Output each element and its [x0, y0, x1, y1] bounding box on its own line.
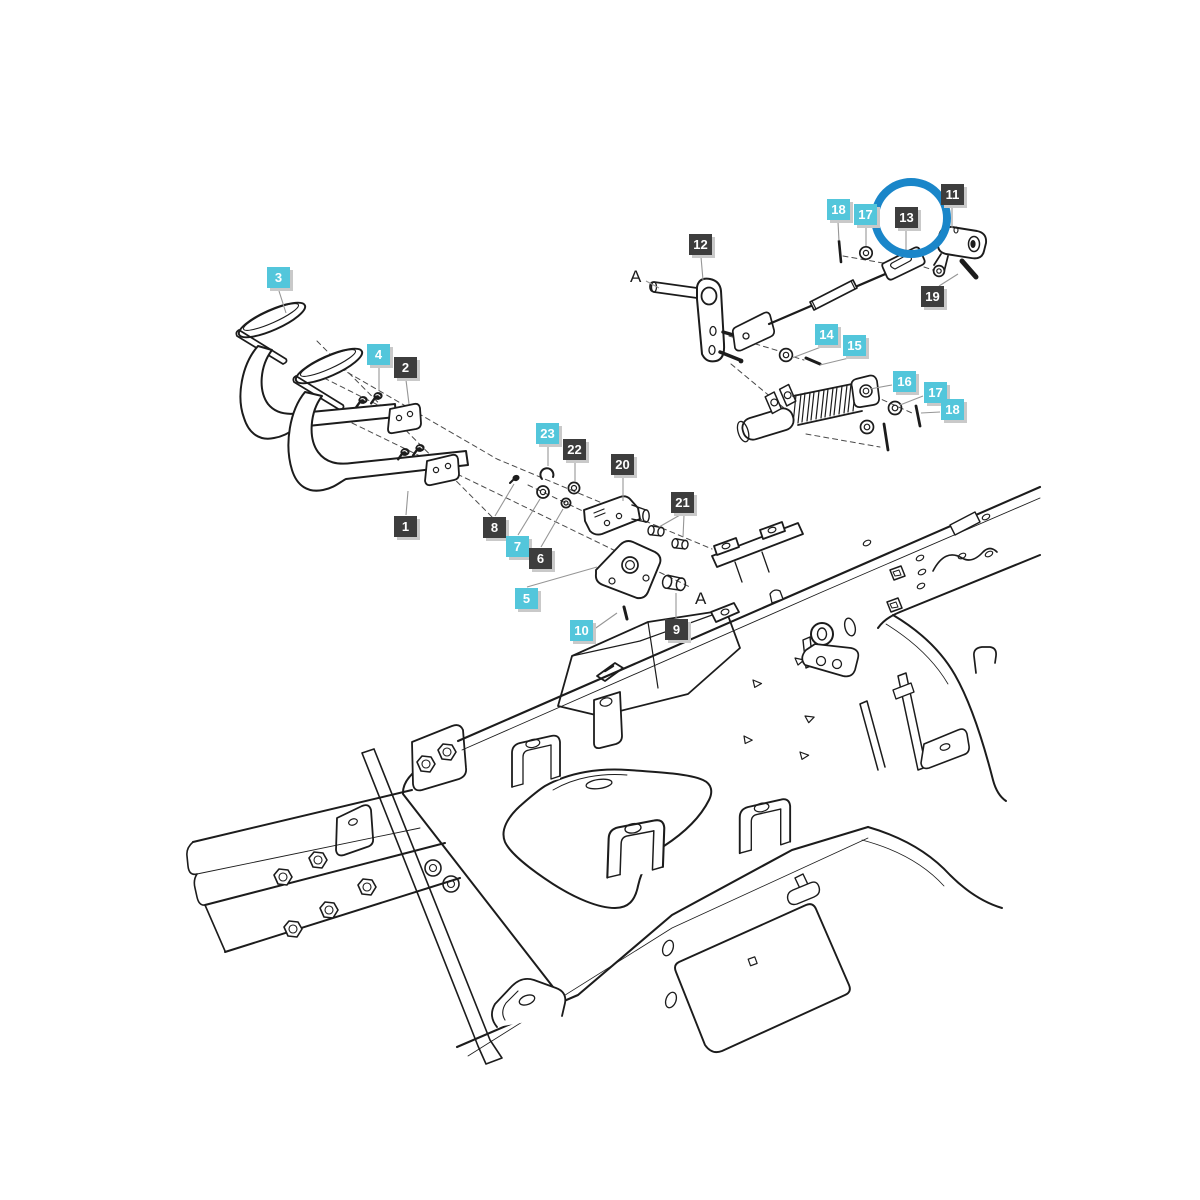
callout-3[interactable]: 3	[267, 267, 290, 288]
callout-9[interactable]: 9	[665, 619, 688, 640]
leader-line	[645, 280, 660, 289]
callout-4[interactable]: 4	[367, 344, 390, 365]
frame-bottom-rail	[455, 825, 1003, 1057]
pedal-assembly	[235, 301, 469, 492]
washer-22	[567, 481, 581, 495]
callout-18-2[interactable]: 18	[941, 399, 964, 420]
pin-18	[837, 239, 843, 264]
pivot-bracket-cluster	[509, 467, 690, 621]
spring-assembly	[736, 374, 922, 452]
leader-line	[682, 514, 685, 538]
pedal-mount-plate	[387, 402, 422, 435]
callout-17-2[interactable]: 17	[924, 382, 947, 403]
pin-19	[959, 258, 979, 280]
leader-line	[938, 273, 959, 287]
callout-8[interactable]: 8	[483, 517, 506, 538]
callout-2[interactable]: 2	[394, 357, 417, 378]
washer-17	[887, 400, 903, 416]
callout-18[interactable]: 18	[827, 199, 850, 220]
washer-17	[859, 419, 875, 435]
spring-coils	[792, 382, 863, 426]
callout-6[interactable]: 6	[529, 548, 552, 569]
pin-10	[622, 605, 629, 621]
callout-17[interactable]: 17	[854, 204, 877, 225]
leader-line	[869, 384, 893, 390]
pin-18	[914, 404, 922, 428]
leader-line	[700, 256, 704, 281]
callout-22[interactable]: 22	[563, 439, 586, 460]
leader-line	[920, 411, 941, 414]
callout-21[interactable]: 21	[671, 492, 694, 513]
callout-11[interactable]: 11	[941, 184, 964, 205]
link-rod	[731, 267, 899, 352]
pedal-pad	[294, 347, 364, 385]
pedal-pad	[237, 301, 307, 339]
callout-14[interactable]: 14	[815, 324, 838, 345]
callout-12[interactable]: 12	[689, 234, 712, 255]
leader-line	[899, 395, 924, 406]
frame-upper-rail	[456, 485, 1042, 802]
leader-line	[526, 566, 598, 588]
callout-15[interactable]: 15	[843, 335, 866, 356]
pin-15	[804, 356, 822, 366]
spacer-6	[560, 497, 572, 509]
leader-line	[540, 508, 564, 548]
leader-line	[278, 290, 287, 314]
callout-20[interactable]: 20	[611, 454, 634, 475]
leader-line	[819, 357, 850, 366]
leader-line	[517, 498, 541, 536]
leader-line	[405, 490, 409, 516]
leader-line	[405, 379, 410, 405]
clutch-lever-12	[649, 277, 744, 364]
washer-7	[536, 485, 550, 499]
callout-16[interactable]: 16	[893, 371, 916, 392]
leader-lines	[278, 207, 959, 631]
callout-10[interactable]: 10	[570, 620, 593, 641]
frame-clips	[511, 646, 997, 881]
bushing-9	[661, 574, 687, 592]
pin-18	[882, 422, 890, 452]
spring-cylinder	[736, 407, 795, 443]
callout-23[interactable]: 23	[536, 423, 559, 444]
reference-letter-a-2: A	[695, 589, 707, 608]
callout-7[interactable]: 7	[506, 536, 529, 557]
callout-19[interactable]: 19	[921, 286, 944, 307]
washer-17	[858, 245, 874, 261]
callout-1[interactable]: 1	[394, 516, 417, 537]
chassis-frame	[186, 485, 1042, 1065]
pedal-arm-front	[287, 391, 469, 492]
frame-lower-left-rail	[186, 748, 503, 1065]
leader-line	[592, 612, 618, 631]
leader-line	[791, 346, 822, 359]
washer-14	[778, 347, 794, 363]
pedal-mount-plate	[424, 453, 460, 487]
leader-line	[658, 514, 681, 528]
reference-letter-a-1: A	[630, 267, 642, 286]
frame-pedestal	[335, 609, 741, 893]
leader-line	[837, 221, 840, 242]
callout-5[interactable]: 5	[515, 588, 538, 609]
snap-ring-23	[539, 467, 555, 480]
spring-end-fitting-16	[850, 374, 880, 408]
callout-13[interactable]: 13	[895, 207, 918, 228]
pivot-plate-5	[594, 540, 662, 600]
leader-line	[494, 483, 515, 517]
bolt-8	[509, 474, 520, 484]
